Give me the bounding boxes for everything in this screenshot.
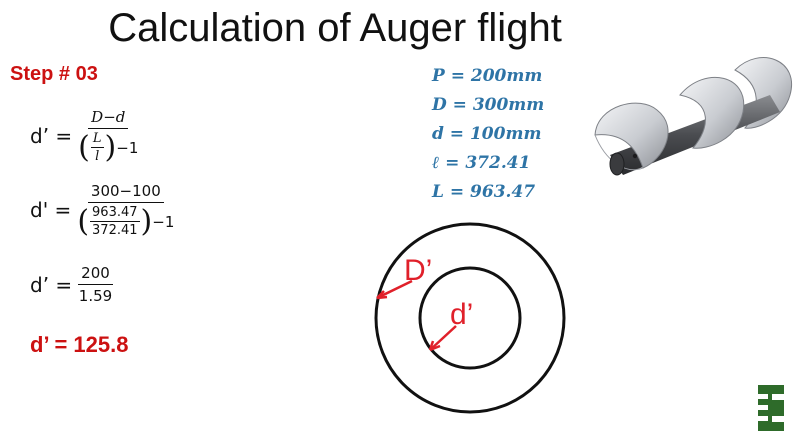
formula-substitution: d' = 300−100 ( 963.47 372.41 ) −1	[30, 182, 174, 238]
auger-flight-middle	[679, 76, 745, 149]
substitution-ratio-num: 963.47	[90, 205, 140, 222]
inner-circle	[418, 266, 522, 370]
formula-numerator: D−d	[88, 108, 129, 129]
substitution-numerator: 300−100	[87, 182, 164, 203]
formula-ratio-num: L	[90, 131, 104, 148]
outer-diameter-arrow	[376, 279, 413, 300]
substitution-fraction: 300−100 ( 963.47 372.41 ) −1	[77, 182, 174, 238]
value-pitch: P = 200mm	[432, 66, 543, 86]
formula-general: d’ = D−d ( L l ) −1	[30, 108, 138, 164]
logo-icon	[758, 385, 784, 431]
value-inner-diameter: d = 100mm	[432, 124, 542, 144]
auger-shaft-end	[609, 152, 625, 176]
slide-title: Calculation of Auger flight	[108, 6, 562, 50]
formula-ratio-den: l	[95, 149, 100, 164]
substitution-den-tail: −1	[152, 212, 175, 231]
formula-denominator: ( L l ) −1	[78, 129, 139, 165]
given-values: P = 200mm D = 300mm d = 100mm ℓ = 372.41…	[432, 62, 544, 207]
result-value: d’ = 125.8	[30, 332, 129, 357]
inner-diameter-arrow	[428, 325, 457, 352]
value-inner-helix-length: ℓ = 372.41	[432, 153, 531, 173]
formula-simplified: d’ = 200 1.59	[30, 264, 113, 305]
diameter-diagram: D’ d’	[374, 222, 566, 414]
simplified-denominator: 1.59	[78, 287, 113, 305]
outer-diameter-label: D’	[404, 254, 432, 287]
value-outer-helix-length: L = 963.47	[432, 182, 536, 202]
substitution-ratio-den: 372.41	[92, 223, 138, 238]
outer-circle	[374, 222, 566, 414]
formula-ratio: L l	[90, 131, 104, 164]
step-label: Step # 03	[10, 63, 98, 85]
formula-fraction: D−d ( L l ) −1	[78, 108, 138, 164]
simplified-lhs: d’ =	[30, 272, 73, 297]
formula-lhs: d’ =	[30, 124, 73, 148]
simplified-numerator: 200	[78, 264, 113, 285]
substitution-ratio: 963.47 372.41	[90, 205, 140, 238]
simplified-fraction: 200 1.59	[78, 264, 113, 305]
formula-den-tail: −1	[116, 138, 139, 157]
inner-diameter-label: d’	[450, 298, 473, 331]
value-outer-diameter: D = 300mm	[432, 95, 545, 115]
substitution-denominator: ( 963.47 372.41 ) −1	[77, 203, 175, 239]
substitution-lhs: d' =	[30, 198, 72, 222]
auger-illustration	[594, 57, 793, 176]
